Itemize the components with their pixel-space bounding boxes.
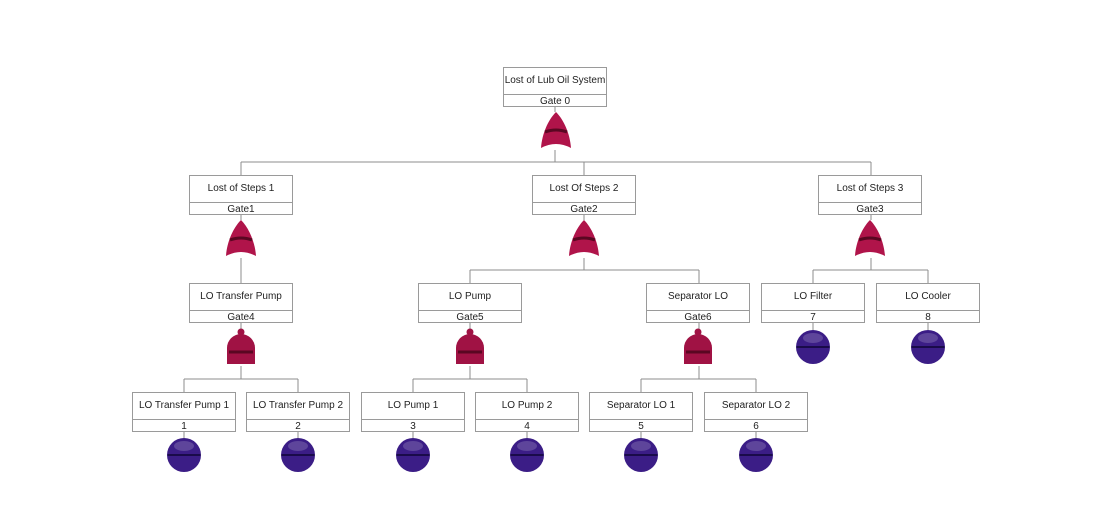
node-id: 6 bbox=[753, 421, 759, 432]
node-gate2[interactable]: Lost Of Steps 2 Gate2 bbox=[532, 175, 636, 215]
node-event-3[interactable]: LO Pump 1 3 bbox=[361, 392, 465, 432]
node-id: Gate6 bbox=[684, 312, 712, 323]
node-id: 7 bbox=[810, 312, 816, 323]
node-gate1[interactable]: Lost of Steps 1 Gate1 bbox=[189, 175, 293, 215]
basic-event-icon[interactable] bbox=[166, 436, 202, 474]
node-event-2[interactable]: LO Transfer Pump 2 2 bbox=[246, 392, 350, 432]
and-gate-icon[interactable] bbox=[682, 328, 714, 366]
node-label: LO Pump 1 bbox=[362, 393, 464, 420]
node-top-event[interactable]: Lost of Lub Oil System Gate 0 bbox=[503, 67, 607, 107]
node-label: Lost Of Steps 2 bbox=[533, 176, 635, 203]
node-event-8[interactable]: LO Cooler 8 bbox=[876, 283, 980, 323]
node-label: LO Pump 2 bbox=[476, 393, 578, 420]
basic-event-icon[interactable] bbox=[280, 436, 316, 474]
and-gate-icon[interactable] bbox=[225, 328, 257, 366]
node-label: Lost of Steps 1 bbox=[190, 176, 292, 203]
or-gate-icon[interactable] bbox=[854, 218, 886, 258]
node-id: 4 bbox=[524, 421, 530, 432]
node-id: Gate1 bbox=[227, 204, 255, 215]
node-id: Gate4 bbox=[227, 312, 255, 323]
node-id: Gate3 bbox=[856, 204, 884, 215]
node-label: LO Pump bbox=[419, 284, 521, 311]
basic-event-icon[interactable] bbox=[509, 436, 545, 474]
and-gate-icon[interactable] bbox=[454, 328, 486, 366]
node-event-6[interactable]: Separator LO 2 6 bbox=[704, 392, 808, 432]
node-gate5[interactable]: LO Pump Gate5 bbox=[418, 283, 522, 323]
basic-event-icon[interactable] bbox=[395, 436, 431, 474]
or-gate-icon[interactable] bbox=[225, 218, 257, 258]
node-id: 8 bbox=[925, 312, 931, 323]
node-label: LO Filter bbox=[762, 284, 864, 311]
node-id: 3 bbox=[410, 421, 416, 432]
node-label: LO Transfer Pump 2 bbox=[247, 393, 349, 420]
node-event-7[interactable]: LO Filter 7 bbox=[761, 283, 865, 323]
basic-event-icon[interactable] bbox=[623, 436, 659, 474]
node-id: Gate2 bbox=[570, 204, 598, 215]
node-event-5[interactable]: Separator LO 1 5 bbox=[589, 392, 693, 432]
node-id: 5 bbox=[638, 421, 644, 432]
node-gate4[interactable]: LO Transfer Pump Gate4 bbox=[189, 283, 293, 323]
basic-event-icon[interactable] bbox=[738, 436, 774, 474]
node-label: LO Transfer Pump 1 bbox=[133, 393, 235, 420]
node-gate3[interactable]: Lost of Steps 3 Gate3 bbox=[818, 175, 922, 215]
node-gate6[interactable]: Separator LO Gate6 bbox=[646, 283, 750, 323]
node-id: Gate5 bbox=[456, 312, 484, 323]
node-label: Lost of Steps 3 bbox=[819, 176, 921, 203]
node-id: 2 bbox=[295, 421, 301, 432]
node-label: Separator LO 2 bbox=[705, 393, 807, 420]
node-id: Gate 0 bbox=[539, 96, 571, 107]
node-event-1[interactable]: LO Transfer Pump 1 1 bbox=[132, 392, 236, 432]
node-label: LO Cooler bbox=[877, 284, 979, 311]
node-label: Separator LO bbox=[647, 284, 749, 311]
or-gate-icon[interactable] bbox=[540, 110, 572, 150]
basic-event-icon[interactable] bbox=[795, 328, 831, 366]
node-label: Lost of Lub Oil System bbox=[504, 68, 606, 95]
node-id: 1 bbox=[181, 421, 187, 432]
node-label: LO Transfer Pump bbox=[190, 284, 292, 311]
or-gate-icon[interactable] bbox=[568, 218, 600, 258]
basic-event-icon[interactable] bbox=[910, 328, 946, 366]
node-event-4[interactable]: LO Pump 2 4 bbox=[475, 392, 579, 432]
node-label: Separator LO 1 bbox=[590, 393, 692, 420]
